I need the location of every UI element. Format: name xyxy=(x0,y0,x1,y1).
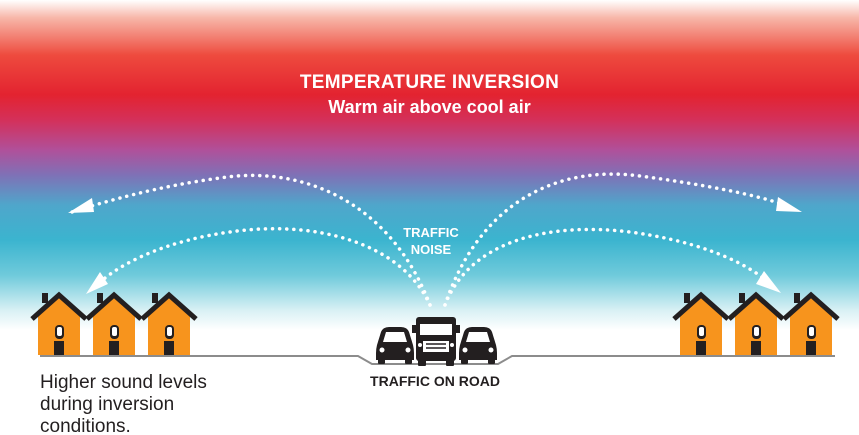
house-icon xyxy=(674,293,728,355)
sound-path-upper-right xyxy=(443,172,792,307)
house-icon xyxy=(87,293,141,355)
noise-label-line1: TRAFFIC xyxy=(403,225,459,240)
house-icon xyxy=(784,293,838,355)
arrow-icon xyxy=(86,272,108,294)
ground-line xyxy=(40,355,835,365)
house-icon xyxy=(729,293,783,355)
diagram-title: TEMPERATURE INVERSION xyxy=(299,72,560,93)
traffic-on-road-label: TRAFFIC ON ROAD xyxy=(370,373,500,389)
caption-line: during inversion xyxy=(40,394,175,415)
houses-right xyxy=(674,293,838,355)
noise-label-line2: NOISE xyxy=(410,242,452,257)
car-icon xyxy=(459,327,497,364)
arrow-icon xyxy=(68,198,94,213)
arrow-icon xyxy=(776,197,802,212)
sound-path-upper-left xyxy=(70,173,432,307)
house-icon xyxy=(142,293,196,355)
diagram-subtitle: Warm air above cool air xyxy=(328,97,531,117)
house-icon xyxy=(32,293,86,355)
car-icon xyxy=(376,327,414,364)
houses-left xyxy=(32,293,196,355)
inversion-caption: Higher sound levels during inversion con… xyxy=(40,372,300,435)
sound-path-lower-left xyxy=(94,226,432,307)
traffic-noise-label: TRAFFIC NOISE xyxy=(391,224,471,258)
caption-line: conditions. xyxy=(40,416,131,435)
caption-line: Higher sound levels xyxy=(40,372,207,393)
truck-icon xyxy=(412,317,460,366)
temperature-gradient-sky xyxy=(0,0,859,330)
arrow-icon xyxy=(756,271,781,293)
sound-path-lower-right xyxy=(443,227,770,307)
